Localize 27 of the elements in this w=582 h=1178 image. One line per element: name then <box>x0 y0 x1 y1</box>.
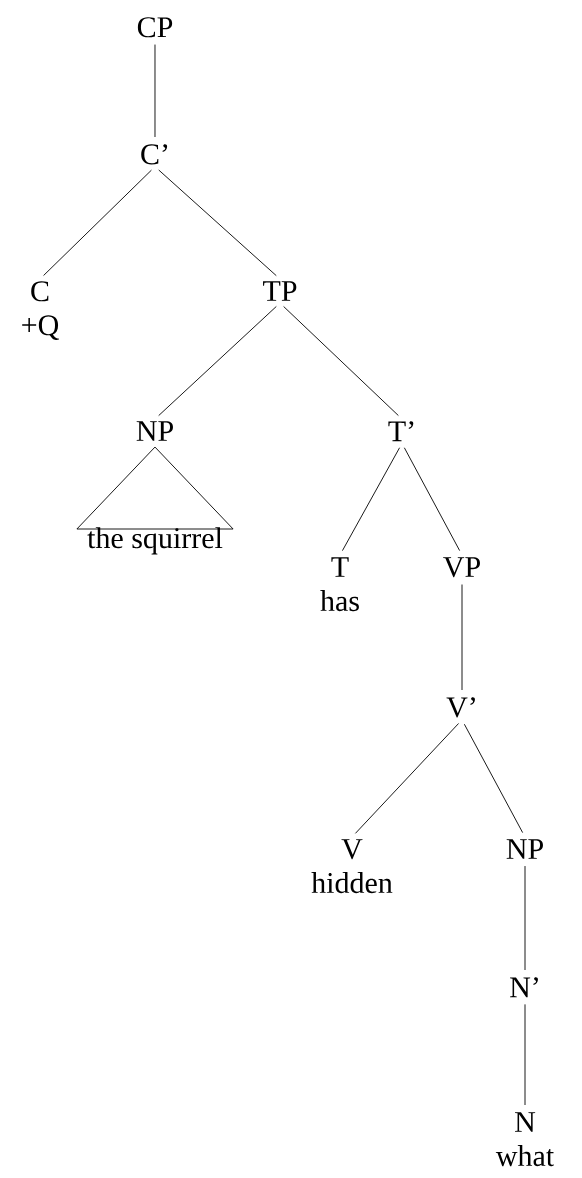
tree-label: the squirrel <box>87 527 223 555</box>
tree-label: N’ <box>510 977 538 998</box>
tree-label: CP <box>137 17 173 38</box>
tree-label: NP <box>506 839 543 859</box>
branch-line <box>461 584 463 691</box>
tree-label: T has <box>320 557 359 612</box>
tree-label: VP <box>443 557 480 578</box>
tree-label: C’ <box>141 144 168 165</box>
branch-line <box>524 865 526 971</box>
branch-line <box>283 306 399 416</box>
tree-label: TP <box>263 281 297 301</box>
branch-line <box>43 169 152 276</box>
tree-label: NP <box>136 421 173 441</box>
branch-line <box>154 44 156 138</box>
tree-label: T’ <box>388 421 414 442</box>
branch-line <box>342 447 401 552</box>
branch-line <box>158 169 277 277</box>
branch-line <box>403 447 461 552</box>
branch-line <box>158 306 277 417</box>
tree-label: V’ <box>446 697 475 718</box>
branch-line <box>354 723 460 834</box>
branch-line <box>524 1003 526 1106</box>
tree-label: V hidden <box>311 839 393 894</box>
tree-label: N what <box>495 1112 554 1167</box>
triangle-branch <box>76 446 234 530</box>
tree-label: C +Q <box>22 281 59 340</box>
branch-line <box>463 723 524 834</box>
